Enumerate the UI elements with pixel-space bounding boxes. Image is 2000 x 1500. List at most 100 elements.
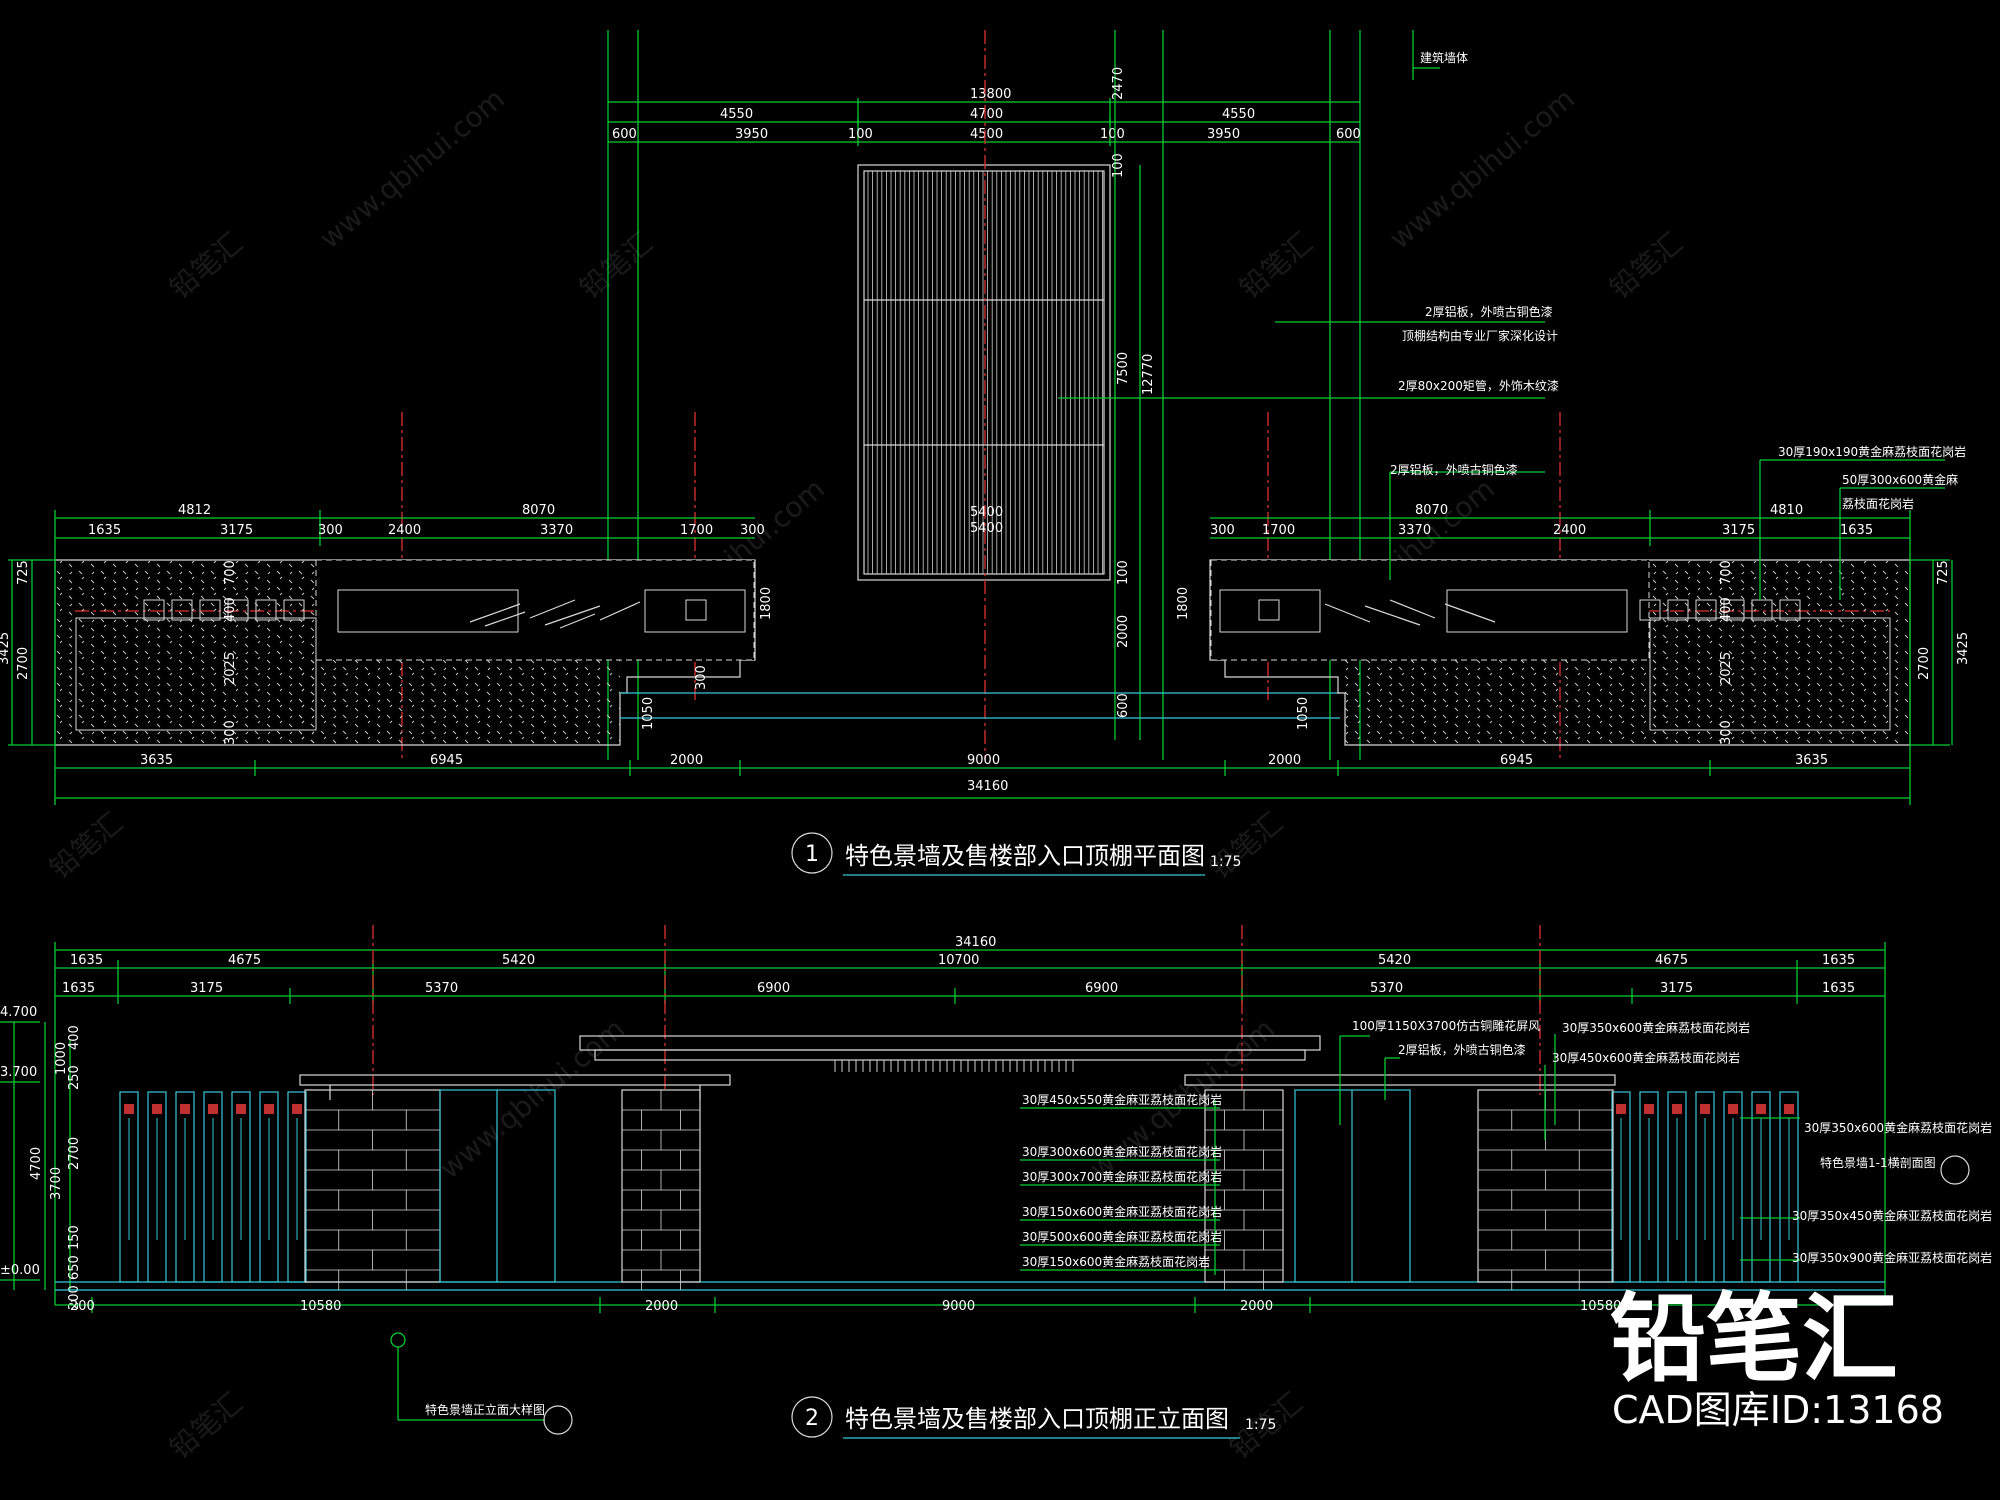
note-text: 30厚350x450黄金麻亚荔枝面花岗岩 [1792,1208,1992,1223]
dim-label: 100 [1100,127,1125,142]
drawing-number: 1 [805,842,819,867]
dim-label: 4500 [970,127,1003,142]
note-text: 30厚190x190黄金麻荔枝面花岗岩 [1778,444,1966,459]
granite-squares [1639,599,1801,621]
dim-label: 300 [1210,523,1235,538]
granite-square [1751,599,1773,621]
note-text: 100厚1150X3700仿古铜雕花屏风 [1352,1018,1540,1033]
plan-view: 13800 4550 4700 4550 600 3950 100 4500 1… [0,30,1971,876]
dim-label: 3370 [540,523,573,538]
drawing-number-badge [791,1396,833,1438]
right-wall-plan [1209,559,1911,746]
elevation-view: 34160 1635 4675 5420 10700 5420 4675 163… [0,925,1992,1439]
note-text: 30厚350x600黄金麻荔枝面花岗岩 [1804,1120,1992,1135]
dim-label: 300 [318,523,343,538]
column-cap [152,1104,162,1114]
dim-label: 5370 [1370,981,1403,996]
dim-label: 1000 [54,1042,69,1075]
dim-label: 4675 [1655,953,1688,968]
note-text: 2厚80x200矩管，外饰木纹漆 [1398,378,1559,393]
column-cap [264,1104,274,1114]
dim-label: 3635 [1795,753,1828,768]
note-text: 30厚450x600黄金麻荔枝面花岗岩 [1552,1050,1740,1065]
dim-label: 2700 [1917,647,1932,680]
dim-label: 600 [1336,127,1361,142]
granite-square [1639,599,1661,621]
note-text: 50厚300x600黄金麻 [1842,472,1958,487]
dim-label: 5420 [1378,953,1411,968]
column-cap [1784,1104,1794,1114]
granite-square [199,599,221,621]
granite-column [1695,1091,1715,1283]
column-cap [1616,1104,1626,1114]
dim-label: 1700 [680,523,713,538]
note-text: 30厚350x600黄金麻荔枝面花岗岩 [1562,1020,1750,1035]
dim-label: 1700 [1262,523,1295,538]
watermark-text: 铅笔汇 [573,226,659,305]
level-label: 3.700 [0,1065,37,1080]
watermark-text: 铅笔汇 [1603,226,1689,305]
canopy-fringe [834,1060,1074,1072]
granite-column [1611,1091,1631,1283]
canopy-slats [867,171,1103,574]
granite-column [1779,1091,1799,1283]
dim-label: 6900 [757,981,790,996]
dim-label: 1635 [1822,953,1855,968]
column-cap [1728,1104,1738,1114]
watermark-text: 铅笔汇 [163,226,249,305]
dim-label: 1635 [1840,523,1873,538]
column-cap [180,1104,190,1114]
note-text: 2厚铝板，外喷古铜色漆 [1425,304,1553,319]
dim-label: 10580 [300,1299,341,1314]
dim-label: 9000 [942,1299,975,1314]
dim-label: 4812 [178,503,211,518]
detail-reference: 特色景墙正立面大样图 [425,1402,545,1417]
watermark-layer: 铅笔汇 铅笔汇 铅笔汇 铅笔汇 铅笔汇 铅笔汇 铅笔汇 铅笔汇 www.qbih… [43,82,1689,1465]
granite-column [1751,1091,1771,1283]
column-cap [1756,1104,1766,1114]
dim-label: 2025 [1719,652,1734,685]
dim-label: 5400 [970,521,1003,536]
dim-label: 2470 [1111,67,1126,100]
level-label: ±0.00 [0,1263,40,1278]
dim-label: 650 [67,1255,82,1280]
dim-label: 200 [70,1299,95,1314]
watermark-text: 铅笔汇 [1203,806,1289,885]
dim-label: 3175 [1660,981,1693,996]
column-cap [124,1104,134,1114]
canopy-roof [579,1035,1321,1051]
dim-label: 2700 [16,647,31,680]
dim-label: 12770 [1141,354,1156,395]
granite-column [175,1091,195,1283]
dim-label: 8070 [1415,503,1448,518]
dim-label: 2000 [645,1299,678,1314]
dim-label: 1635 [88,523,121,538]
note-text: 顶棚结构由专业厂家深化设计 [1402,328,1558,343]
granite-column [287,1091,307,1283]
dim-label: 300 [740,523,765,538]
dim-label: 10700 [938,953,979,968]
dim-label: 6945 [430,753,463,768]
dim-label: 2000 [1240,1299,1273,1314]
dim-label: 6945 [1500,753,1533,768]
column-cap [1700,1104,1710,1114]
note-text: 30厚300x700黄金麻亚荔枝面花岗岩 [1022,1169,1222,1184]
watermark-text: 铅笔汇 [43,806,129,885]
dim-label: 600 [612,127,637,142]
dim-label: 2400 [388,523,421,538]
granite-square [227,599,249,621]
left-wall-plan [54,559,756,746]
dim-label: 250 [67,1065,82,1090]
dim-label: 100 [1116,560,1131,585]
dim-label: 100 [1111,153,1126,178]
dim-label: 3175 [190,981,223,996]
note-text: 特色景墙1-1横剖面图 [1820,1155,1936,1170]
watermark-url: www.qbihui.com [313,82,511,255]
dim-label: 3425 [0,632,12,665]
dim-label: 3700 [49,1167,64,1200]
dim-label: 1635 [62,981,95,996]
granite-column [119,1091,139,1283]
drawing-scale: 1:75 [1210,854,1241,870]
dim-label: 400 [223,597,238,622]
